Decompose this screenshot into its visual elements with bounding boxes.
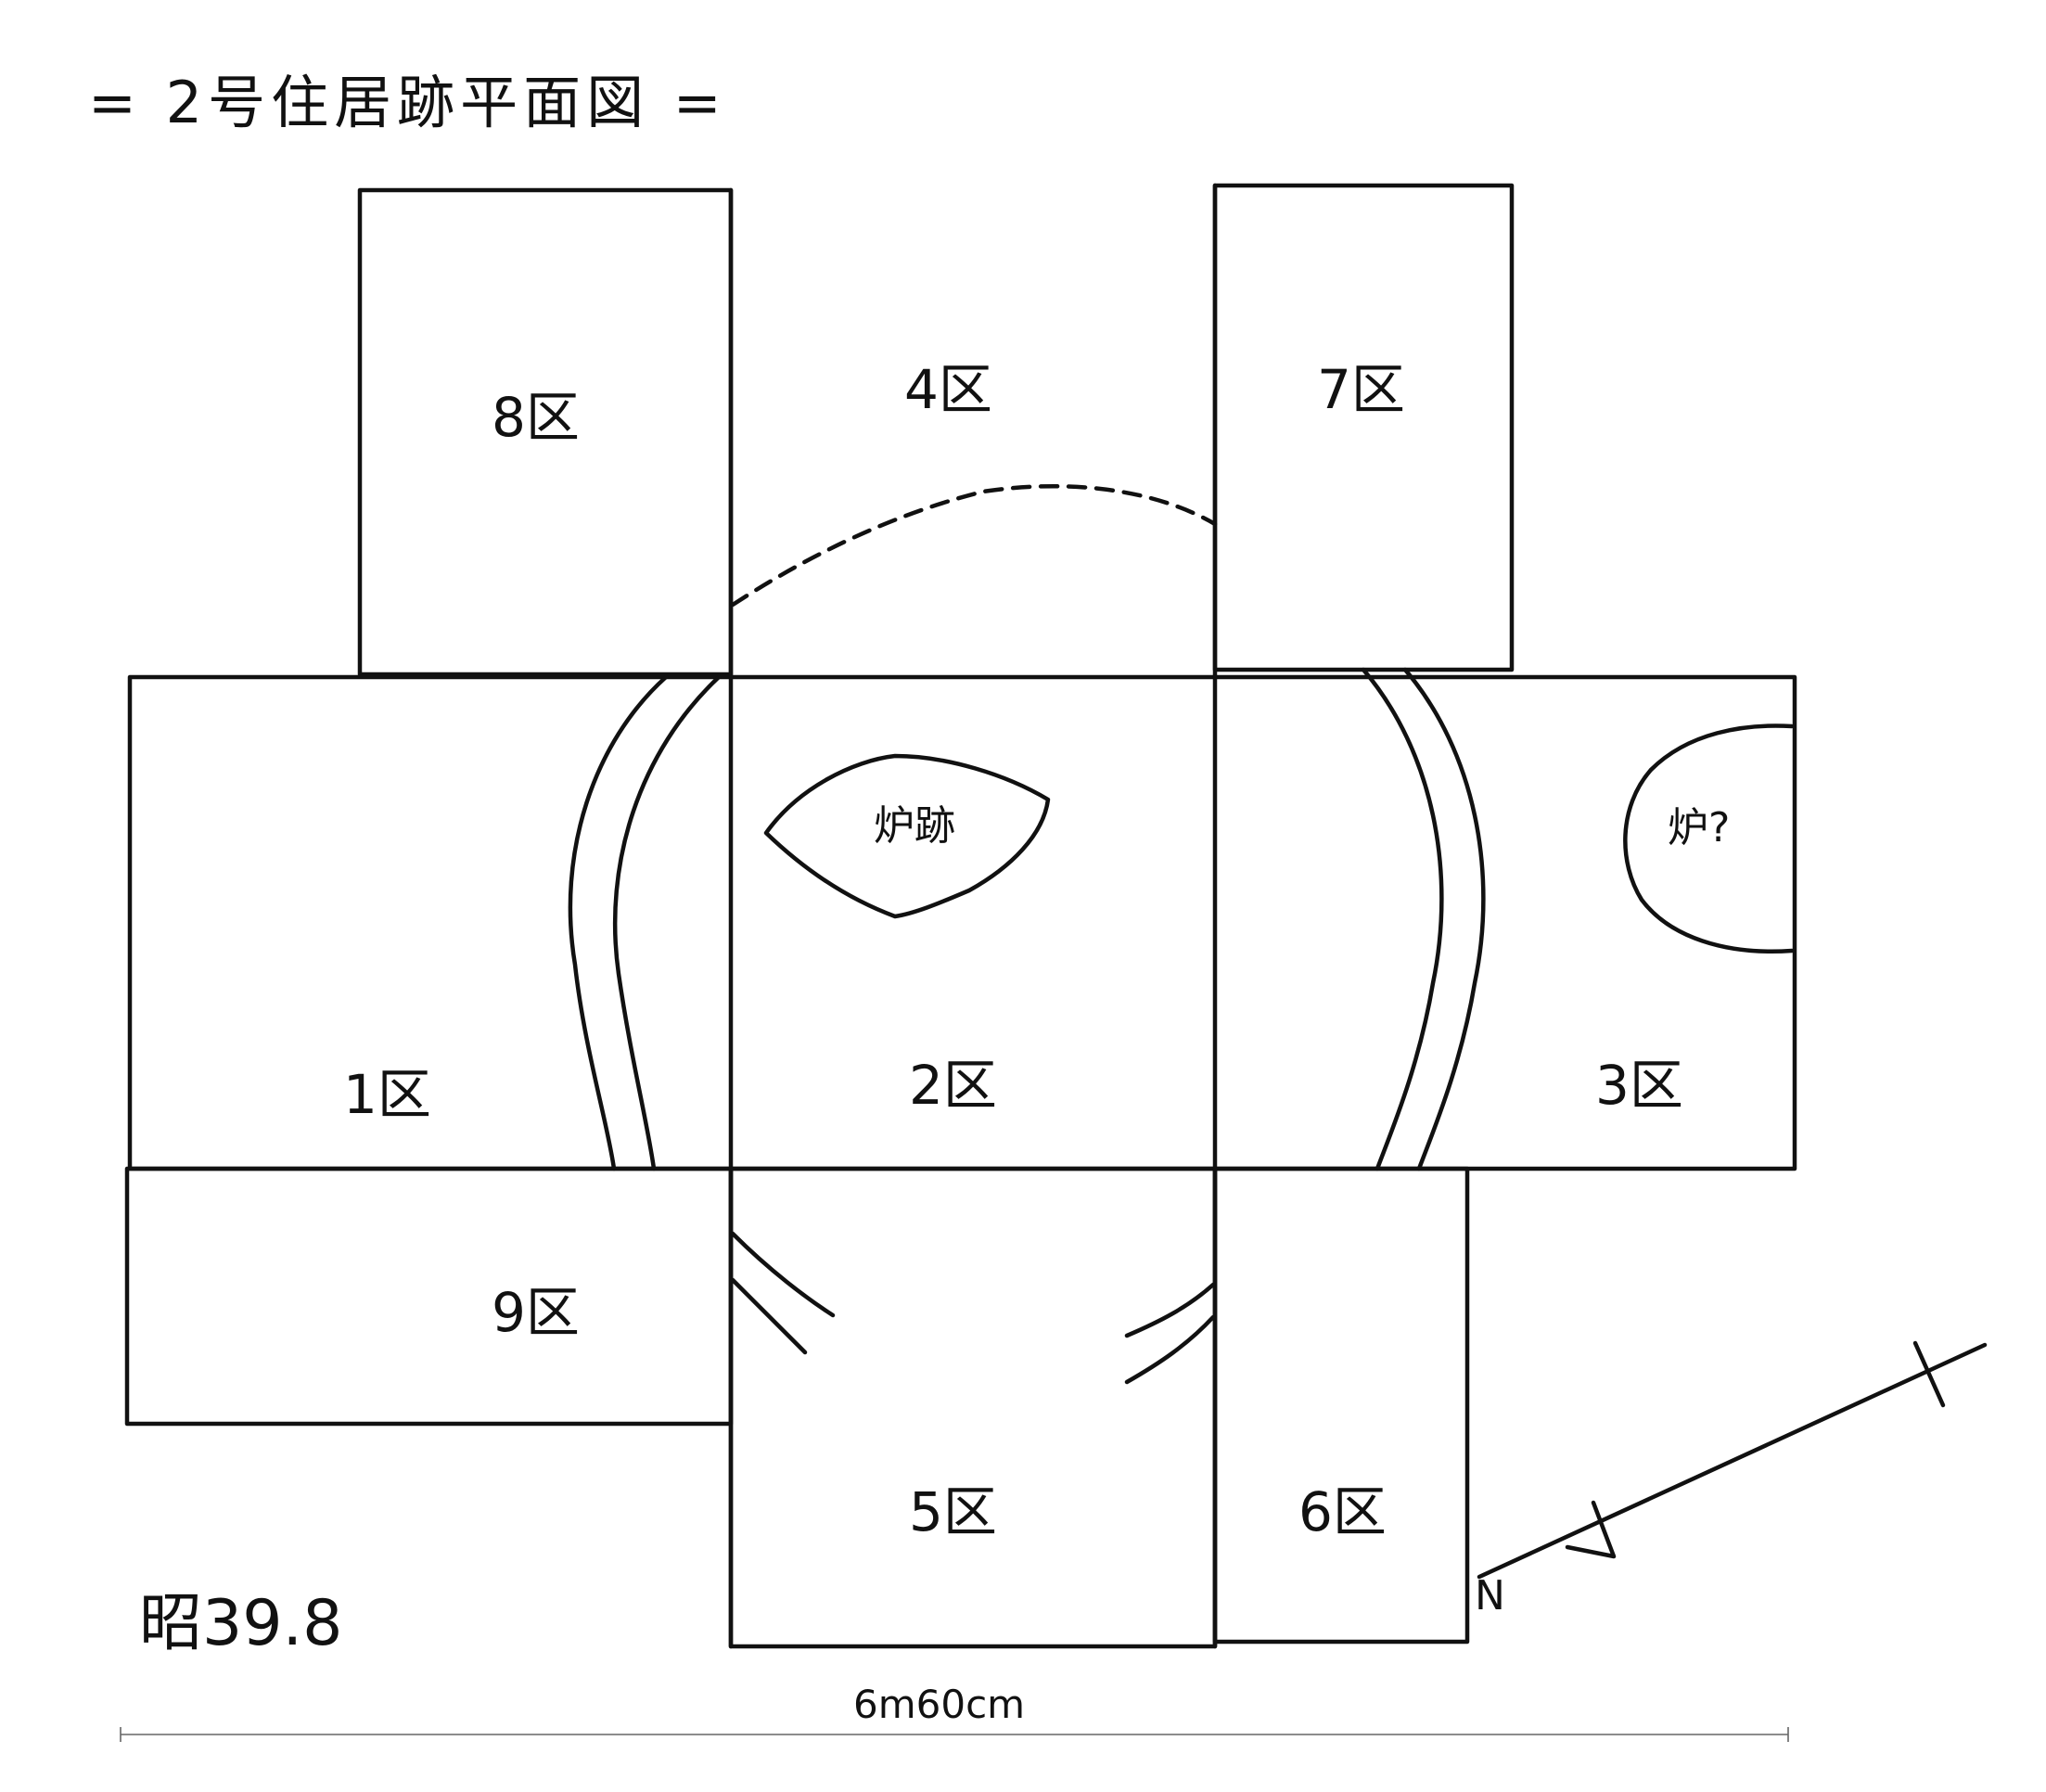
- section-label-6: 6区: [1298, 1480, 1387, 1543]
- section-label-9: 9区: [492, 1281, 580, 1344]
- survey-date: 昭39.8: [139, 1587, 342, 1660]
- north-arrow-head: [1565, 1500, 1617, 1559]
- section-label-3: 3区: [1595, 1054, 1683, 1117]
- possible-hearth-outline: [1623, 723, 1795, 954]
- section-5-box: [728, 1166, 1218, 1649]
- north-label: N: [1475, 1572, 1505, 1619]
- pit-wall-right-inner: [1361, 667, 1444, 1171]
- pit-wall-right-outer: [1402, 667, 1486, 1171]
- section-label-2: 2区: [909, 1054, 997, 1117]
- section-7-box: [1212, 183, 1515, 672]
- north-arrow: N: [1475, 1340, 1988, 1619]
- possible-hearth-label: 炉?: [1668, 804, 1730, 851]
- pit-wall-lower-left-inner: [730, 1277, 808, 1355]
- dwelling-edge-dashed: [730, 484, 1218, 608]
- section-label-4: 4区: [904, 358, 992, 421]
- pit-wall-left-inner: [612, 674, 722, 1171]
- section-6-box: [1212, 1166, 1470, 1645]
- section-grid: [124, 183, 1797, 1649]
- scale-label: 6m60cm: [853, 1682, 1025, 1727]
- scale-bar: 6m60cm: [120, 1682, 1789, 1742]
- pit-wall-lower-right-inner: [1124, 1314, 1216, 1385]
- pit-wall-lower-right-outer: [1124, 1282, 1216, 1338]
- section-label-5: 5区: [909, 1480, 997, 1543]
- north-arrow-crosstick: [1912, 1340, 1946, 1408]
- plan-title: = 2号住居跡平面図 =: [88, 69, 727, 136]
- pit-wall-lower-left-outer: [730, 1231, 836, 1318]
- pit-wall-left-outer: [568, 674, 669, 1171]
- hearth-label: 炉跡: [874, 802, 955, 850]
- section-label-8: 8区: [492, 386, 580, 449]
- section-9-box: [124, 1166, 734, 1427]
- section-label-1: 1区: [343, 1063, 431, 1126]
- hearth-outline: [763, 753, 1051, 919]
- section-label-7: 7区: [1317, 358, 1405, 421]
- north-arrow-line: [1477, 1342, 1988, 1580]
